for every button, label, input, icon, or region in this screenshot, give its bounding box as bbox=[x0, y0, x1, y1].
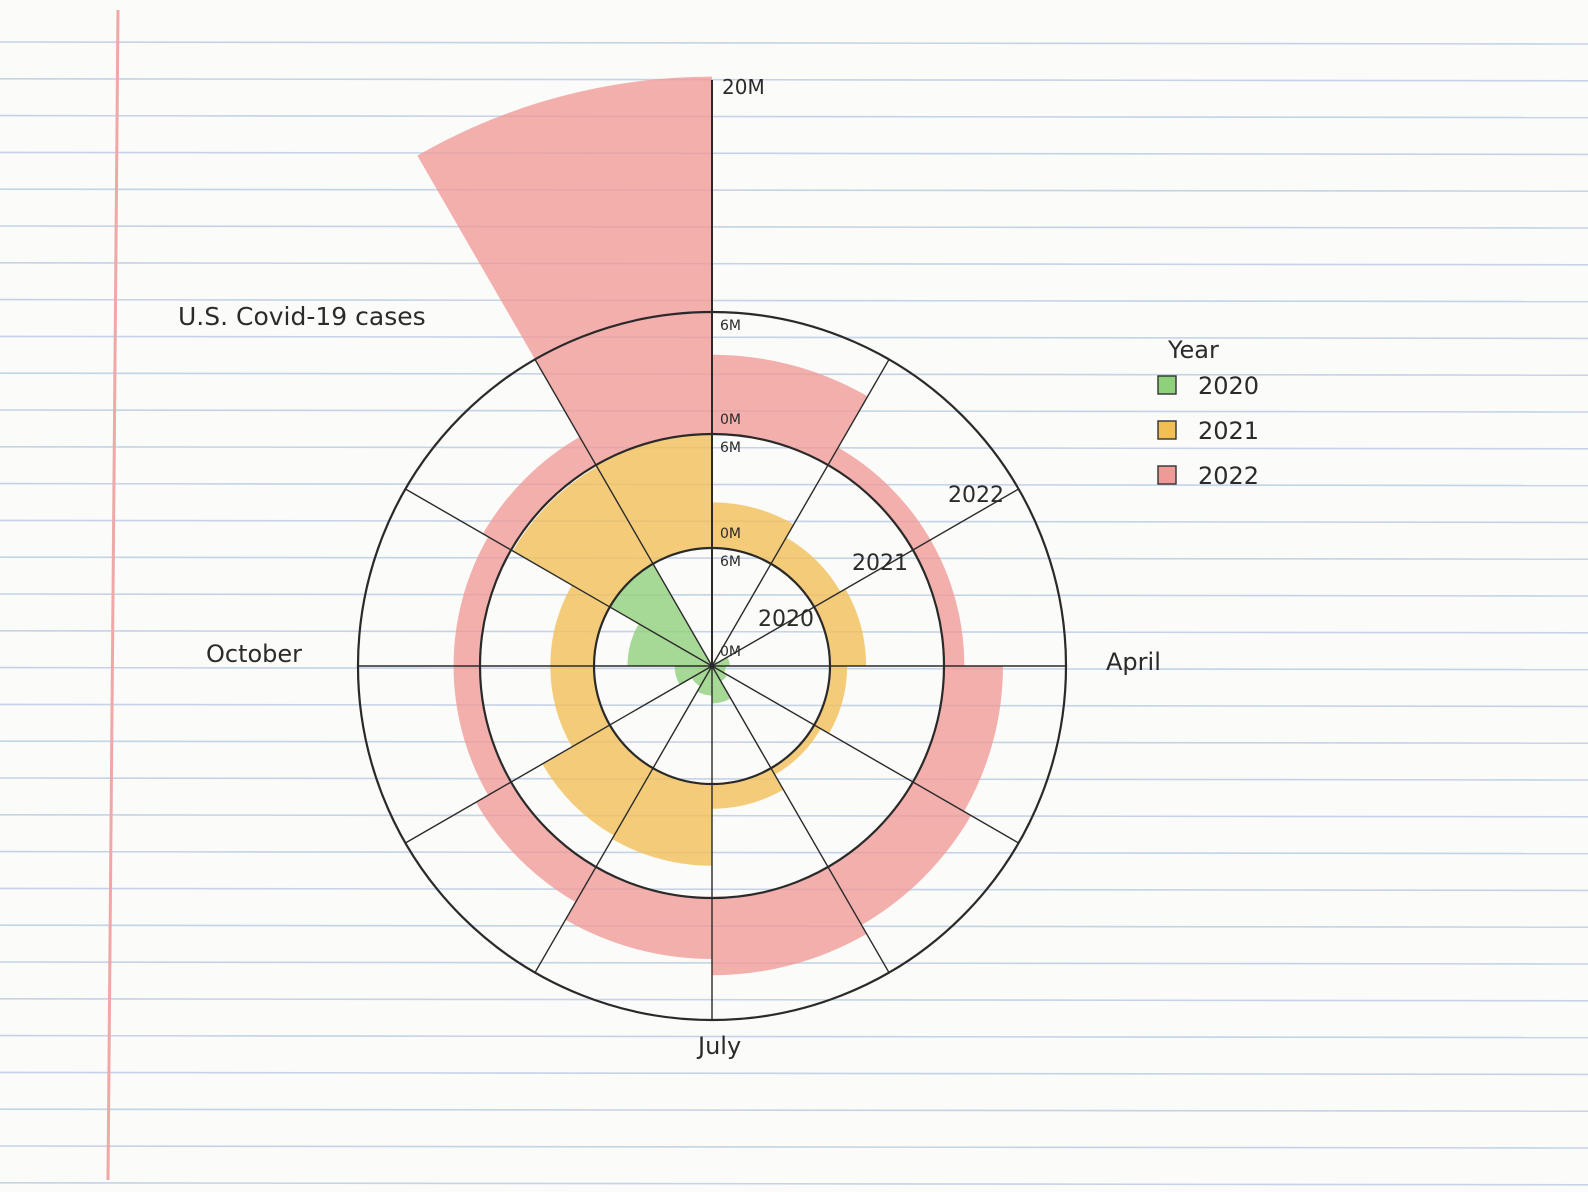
paper-rule bbox=[0, 261, 1588, 266]
bar-2022-september bbox=[475, 782, 596, 903]
paper-rule bbox=[0, 482, 1588, 487]
bar-2022-november bbox=[453, 536, 512, 666]
spoke bbox=[405, 665, 713, 844]
paper-rule bbox=[0, 850, 1588, 855]
paper-rule bbox=[0, 997, 1588, 1002]
month-label-october: October bbox=[206, 640, 302, 668]
bar-2022-january bbox=[417, 76, 712, 466]
bar-2022-june bbox=[828, 782, 972, 926]
bar-2022-february bbox=[712, 354, 868, 466]
legend-swatch-2021 bbox=[1157, 420, 1177, 440]
paper-rule bbox=[0, 151, 1588, 156]
ring-year-label-2022: 2022 bbox=[948, 483, 1004, 508]
paper-rule bbox=[0, 41, 1588, 45]
spoke bbox=[534, 359, 713, 667]
bar-2020-november bbox=[627, 623, 712, 666]
bar-2021-july bbox=[712, 768, 784, 809]
month-label-april: April bbox=[1106, 648, 1161, 676]
ring-year-label-2020: 2020 bbox=[758, 607, 814, 632]
ring-max-label-2021: 6M bbox=[720, 440, 741, 456]
paper-rule bbox=[0, 78, 1588, 82]
bar-2022-march bbox=[828, 447, 931, 550]
bar-2021-april bbox=[814, 588, 867, 666]
paper-rule bbox=[0, 114, 1588, 119]
legend: Year 2020 2021 2022 bbox=[1157, 336, 1259, 490]
paper-rule bbox=[0, 593, 1588, 597]
legend-swatch-2022 bbox=[1157, 465, 1177, 485]
paper-rule bbox=[0, 1108, 1588, 1112]
spoke bbox=[534, 665, 713, 973]
legend-label-2022: 2022 bbox=[1198, 462, 1259, 490]
month-label-july: July bbox=[696, 1032, 741, 1060]
paper-rule bbox=[0, 703, 1588, 708]
spoke bbox=[405, 488, 713, 667]
bar-2022-october bbox=[453, 666, 512, 796]
bar-2021-december bbox=[512, 466, 653, 607]
ring-min-label-2022: 0M bbox=[720, 412, 741, 428]
bar-2021-february bbox=[712, 502, 794, 564]
chart-title: U.S. Covid-19 cases bbox=[178, 302, 426, 331]
bar-2022-april bbox=[912, 539, 965, 666]
ring-min-label-2021: 0M bbox=[720, 526, 741, 542]
ring-max-label-2020: 6M bbox=[720, 554, 741, 570]
paper-rule bbox=[0, 629, 1588, 634]
paper-rule bbox=[0, 740, 1588, 745]
legend-label-2020: 2020 bbox=[1198, 372, 1259, 400]
bar-2021-may bbox=[814, 666, 848, 734]
paper-rule bbox=[0, 1145, 1588, 1149]
bar-2020-june bbox=[712, 666, 728, 682]
axis-max-label: 20M bbox=[722, 75, 765, 99]
bar-2021-september bbox=[542, 725, 653, 836]
bar-2022-august bbox=[565, 866, 712, 959]
spoke bbox=[711, 665, 1019, 844]
legend-label-2021: 2021 bbox=[1198, 417, 1259, 445]
paper-rule bbox=[0, 666, 1588, 671]
paper-rule bbox=[0, 225, 1588, 229]
paper-rule bbox=[0, 519, 1588, 524]
bar-2022-december bbox=[482, 436, 596, 550]
spoke bbox=[711, 488, 1019, 667]
ring-year-label-2021: 2021 bbox=[852, 551, 908, 576]
bars-layer bbox=[417, 76, 1003, 976]
bar-2020-december bbox=[609, 563, 712, 666]
ring-max-label-2022: 6M bbox=[720, 318, 741, 334]
spoke bbox=[711, 665, 890, 973]
bar-2021-march bbox=[771, 537, 841, 607]
bar-2021-august bbox=[612, 768, 712, 866]
legend-title: Year bbox=[1167, 336, 1219, 364]
bar-2022-july bbox=[712, 866, 867, 976]
paper-rule bbox=[0, 777, 1588, 781]
paper-rule bbox=[0, 1034, 1588, 1039]
margin-line bbox=[106, 9, 120, 1181]
grid-layer bbox=[356, 80, 1068, 1022]
paper-rule bbox=[0, 335, 1588, 340]
bar-2020-september bbox=[691, 666, 712, 687]
ring-min-label-2020: 0M bbox=[720, 644, 741, 660]
spoke bbox=[711, 359, 890, 667]
paper-rule bbox=[0, 813, 1588, 818]
legend-swatch-2020 bbox=[1157, 375, 1177, 395]
paper-rule bbox=[0, 1182, 1588, 1186]
paper-rule bbox=[0, 298, 1588, 303]
bar-2022-may bbox=[912, 666, 1003, 812]
paper-rule bbox=[0, 188, 1588, 192]
paper-rule bbox=[0, 1071, 1588, 1076]
bar-2021-january bbox=[596, 434, 712, 564]
